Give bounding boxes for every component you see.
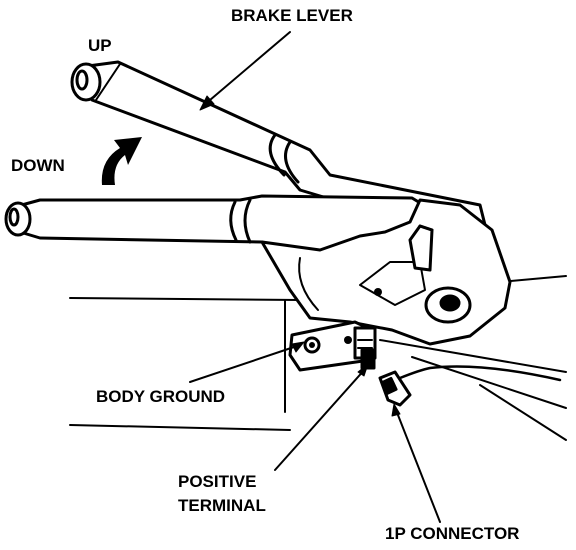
up-down-arrow [101,137,142,185]
up-label: UP [88,36,112,55]
parking-brake-switch [288,320,377,372]
positive-terminal-label-line2: TERMINAL [178,496,266,515]
leader-lines [189,31,441,523]
down-label: DOWN [11,156,65,175]
body-ground-label: BODY GROUND [96,387,226,406]
positive-terminal-label-line1: POSITIVE [178,472,257,491]
console-outline [69,275,567,441]
lever-bracket [260,198,512,346]
brake-lever-label: BRAKE LEVER [231,6,353,25]
one-p-connector-label: 1P CONNECTOR [385,524,520,543]
one-p-connector [378,365,562,407]
